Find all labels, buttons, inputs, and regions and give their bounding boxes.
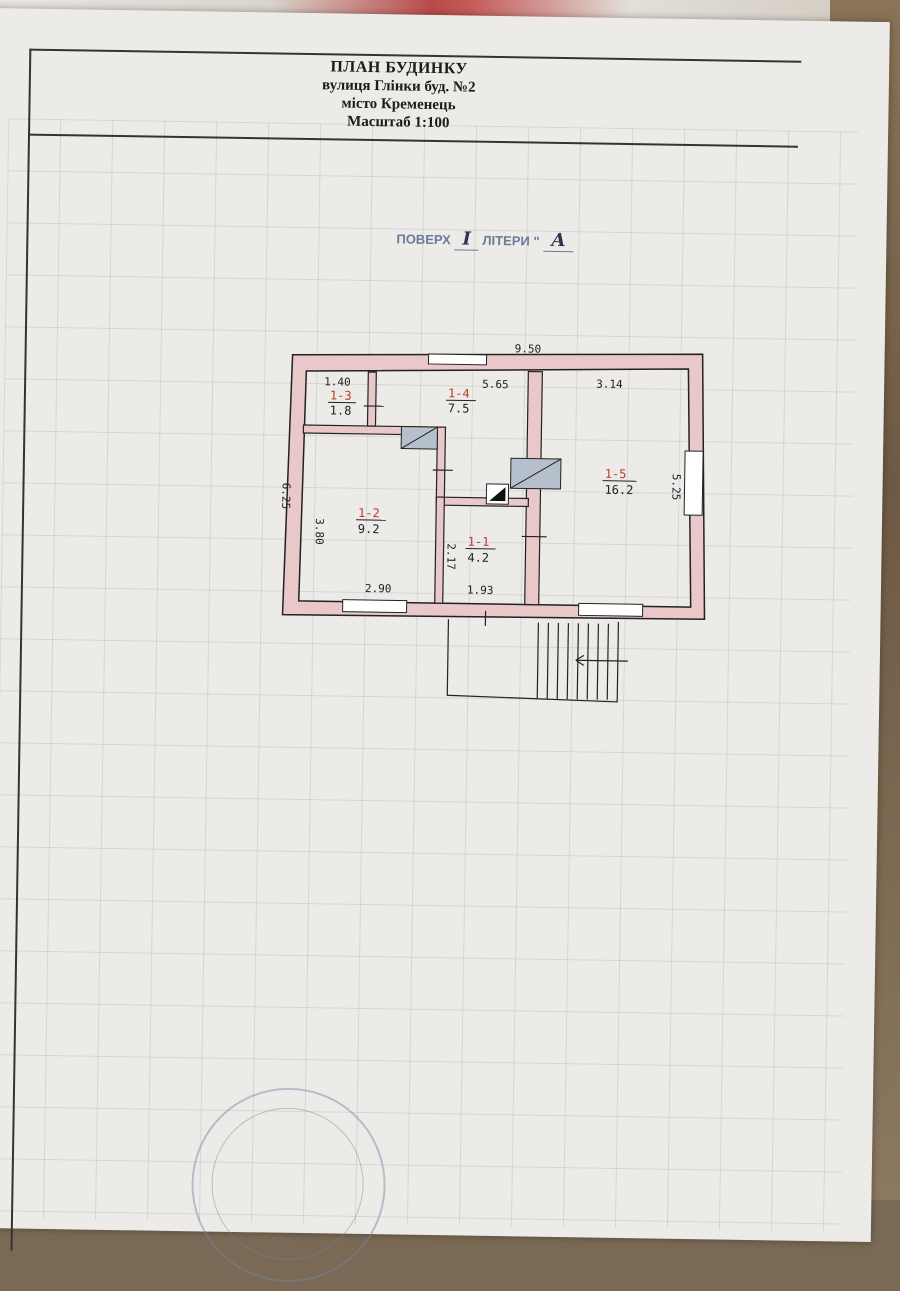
dim-top-small: 1.40 [324,375,351,388]
dim-left-room-width: 2.90 [365,582,392,595]
dim-hall-depth: 2.17 [444,543,457,570]
room-area: 1.8 [330,403,352,417]
dim-corridor-width: 5.65 [482,378,509,391]
room-id: 1-5 [605,467,627,481]
dim-right-room-width: 3.14 [596,378,623,391]
entrance-stairs [447,619,628,702]
room-label-1-1: 1-1 4.2 [465,535,495,565]
room-area: 4.2 [467,551,489,565]
dim-right-room-depth: 5.25 [669,474,682,501]
room-area: 7.5 [448,401,470,415]
dim-overall-depth: 6.25 [279,483,292,510]
room-label-1-3: 1-3 1.8 [328,388,356,417]
room-label-1-5: 1-5 16.2 [602,467,636,498]
room-id: 1-1 [468,535,490,549]
room-id: 1-4 [448,386,470,400]
room-area: 16.2 [604,483,633,497]
room-label-1-4: 1-4 7.5 [446,386,476,415]
room-id: 1-3 [330,388,352,402]
room-id: 1-2 [358,506,380,520]
room-area: 9.2 [358,522,380,536]
dim-hall-width: 1.93 [467,584,494,597]
stamp-inner-ring [210,1107,364,1261]
document-sheet: ПЛАН БУДИНКУ вулиця Глінки буд. №2 місто… [0,8,890,1242]
room-label-1-2: 1-2 9.2 [356,506,386,536]
dim-left-room-depth: 3.80 [313,518,326,545]
dim-overall-width: 9.50 [515,342,542,355]
floor-plan: 9.50 6.25 1.40 5.65 3.14 5.25 3.80 2.90 … [0,8,890,1222]
